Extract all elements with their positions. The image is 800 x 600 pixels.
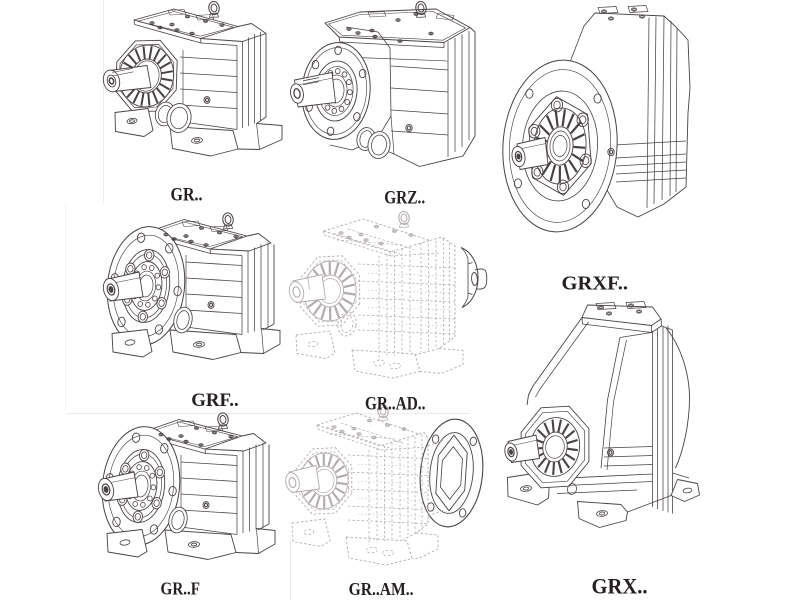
svg-text:GR..AD..: GR..AD.. — [365, 394, 426, 415]
svg-text:GRX..: GRX.. — [592, 574, 648, 599]
svg-text:GRF..: GRF.. — [191, 390, 239, 411]
svg-text:GRXF..: GRXF.. — [562, 273, 629, 295]
svg-text:GRZ..: GRZ.. — [384, 188, 425, 209]
svg-text:GR..F: GR..F — [161, 579, 201, 599]
svg-text:GR..AM..: GR..AM.. — [349, 579, 414, 599]
svg-text:GR..: GR.. — [171, 185, 203, 206]
